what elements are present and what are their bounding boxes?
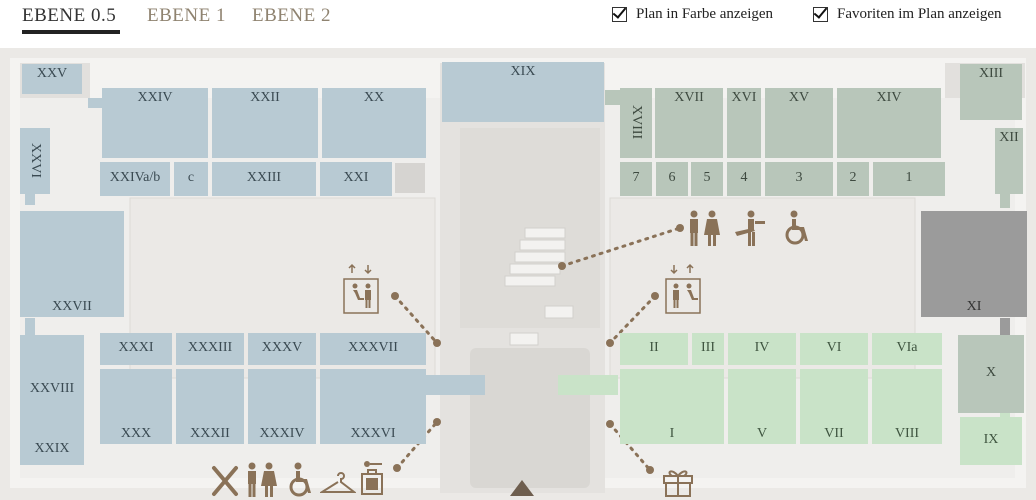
room-7[interactable]: 7 — [620, 162, 652, 196]
room-iii[interactable]: III — [692, 333, 724, 365]
room-xxxiv[interactable]: XXXIV — [248, 369, 316, 444]
room-x[interactable]: X — [958, 335, 1024, 413]
elevator-icon[interactable] — [665, 263, 701, 315]
room-i[interactable]: I — [620, 369, 724, 444]
room-5[interactable]: 5 — [691, 162, 723, 196]
room-vii[interactable]: VII — [800, 369, 868, 444]
gift-icon[interactable] — [662, 466, 694, 498]
room-xix[interactable]: XIX — [442, 62, 604, 122]
room-xxxvi[interactable]: XXXVI — [320, 369, 426, 444]
room-3[interactable]: 3 — [765, 162, 833, 196]
elevator-icon[interactable] — [343, 263, 379, 315]
room-iv[interactable]: IV — [728, 333, 796, 365]
color-plan-option[interactable]: Plan in Farbe anzeigen — [612, 6, 773, 23]
room-xxx[interactable]: XXX — [100, 369, 172, 444]
restroom-icon[interactable] — [245, 462, 277, 498]
room-xxxii[interactable]: XXXII — [176, 369, 244, 444]
room-xx[interactable]: XX — [322, 88, 426, 158]
room-xi[interactable]: XI — [921, 211, 1027, 317]
tab-ebene-1[interactable]: EBENE 1 — [147, 5, 226, 26]
entrance-arrow-icon — [510, 480, 534, 496]
restroom-icon[interactable] — [686, 210, 722, 248]
active-tab-underline — [22, 30, 120, 34]
room-xiii[interactable]: XIII — [960, 64, 1022, 120]
wheelchair-icon[interactable] — [288, 462, 314, 498]
color-plan-checkbox[interactable] — [612, 7, 627, 22]
room-xxxvii[interactable]: XXXVII — [320, 333, 426, 365]
room-viii[interactable]: VIII — [872, 369, 942, 444]
room-ii[interactable]: II — [620, 333, 688, 365]
room-xviii[interactable]: XVIII — [620, 88, 652, 158]
room-xxiv[interactable]: XXIV — [102, 88, 208, 158]
favorites-plan-checkbox[interactable] — [813, 7, 828, 22]
floor-plan: XXV XXVI XXIV XXII XX XIX XXIVa/b c XXII… — [0, 48, 1036, 500]
room-xxi[interactable]: XXI — [320, 162, 392, 196]
favorites-plan-option[interactable]: Favoriten im Plan anzeigen — [813, 6, 1002, 23]
favorites-plan-label: Favoriten im Plan anzeigen — [837, 6, 1002, 22]
room-4[interactable]: 4 — [727, 162, 761, 196]
room-xxiii[interactable]: XXIII — [212, 162, 316, 196]
room-xxix[interactable]: XXIX — [20, 435, 84, 465]
room-xxii[interactable]: XXII — [212, 88, 318, 158]
room-via[interactable]: VIa — [872, 333, 942, 365]
room-xv[interactable]: XV — [765, 88, 833, 158]
room-xxxv[interactable]: XXXV — [248, 333, 316, 365]
room-vi[interactable]: VI — [800, 333, 868, 365]
room-v[interactable]: V — [728, 369, 796, 444]
room-xxxiii[interactable]: XXXIII — [176, 333, 244, 365]
room-xxiva-b[interactable]: XXIVa/b — [100, 162, 170, 196]
room-xii[interactable]: XII — [995, 128, 1023, 194]
room-6[interactable]: 6 — [656, 162, 688, 196]
locker-icon[interactable] — [360, 460, 384, 496]
cloakroom-icon[interactable] — [320, 472, 356, 496]
room-xxv[interactable]: XXV — [22, 64, 82, 94]
color-plan-label: Plan in Farbe anzeigen — [636, 6, 774, 22]
tab-ebene-0-5[interactable]: EBENE 0.5 — [22, 5, 117, 26]
wheelchair-icon[interactable] — [783, 210, 813, 248]
room-1[interactable]: 1 — [873, 162, 945, 196]
room-c[interactable]: c — [174, 162, 208, 196]
baby-changing-icon[interactable] — [733, 210, 769, 248]
level-tabs-bar: EBENE 0.5 EBENE 1 EBENE 2 Plan in Farbe … — [0, 0, 1036, 50]
room-xxxi[interactable]: XXXI — [100, 333, 172, 365]
room-xxviii[interactable]: XXVIII — [20, 335, 84, 445]
tools-icon[interactable] — [210, 464, 240, 498]
room-xvi[interactable]: XVI — [727, 88, 761, 158]
room-xxvii[interactable]: XXVII — [20, 211, 124, 317]
room-xxvi[interactable]: XXVI — [20, 128, 50, 194]
room-ix[interactable]: IX — [960, 417, 1022, 465]
room-2[interactable]: 2 — [837, 162, 869, 196]
tab-ebene-2[interactable]: EBENE 2 — [252, 5, 331, 26]
room-xiv[interactable]: XIV — [837, 88, 941, 158]
room-xvii[interactable]: XVII — [655, 88, 723, 158]
